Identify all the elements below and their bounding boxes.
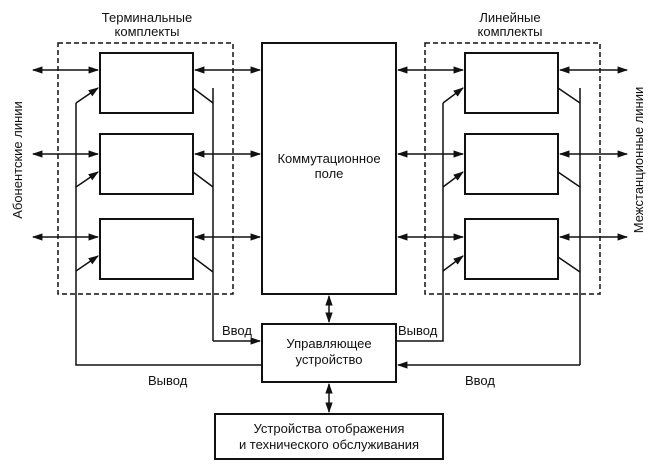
right-input-label: Ввод — [465, 373, 495, 388]
right-output-bus — [396, 87, 464, 342]
subscriber-lines-label: Абонентские линии — [10, 101, 25, 219]
line-set-1 — [464, 52, 559, 114]
terminal-set-2 — [99, 133, 194, 195]
line-sets-title-line1: Линейные — [479, 10, 540, 25]
interoffice-lines-label: Межстанционные линии — [631, 87, 646, 234]
left-output-bus — [75, 87, 262, 366]
switching-field-label-line2: поле — [315, 166, 344, 181]
left-input-bus — [192, 87, 262, 345]
right-input-bus — [396, 87, 581, 369]
line-sets-group — [424, 42, 601, 295]
left-input-label: Ввод — [222, 323, 252, 338]
line-set-2 — [464, 133, 559, 195]
display-maintenance-block — [214, 413, 444, 460]
control-unit-label-line2: устройство — [296, 352, 363, 367]
terminal-set-3 — [99, 218, 194, 280]
line-sets-title-line2: комплекты — [478, 24, 543, 39]
display-maintenance-label-line1: Устройства отображения — [254, 421, 405, 436]
control-unit-block — [261, 323, 397, 383]
terminal-set-1 — [99, 52, 194, 114]
left-output-label: Вывод — [148, 373, 188, 388]
terminal-sets-group — [57, 42, 234, 295]
control-unit-label-line1: Управляющее — [286, 336, 371, 351]
right-output-label: Вывод — [398, 323, 438, 338]
terminal-sets-title-line1: Терминальные — [102, 10, 192, 25]
display-maintenance-label-line2: и технического обслуживания — [239, 437, 419, 452]
line-set-3 — [464, 218, 559, 280]
terminal-sets-title-line2: комплекты — [115, 24, 180, 39]
switching-field-block — [261, 42, 397, 295]
switching-field-label-line1: Коммутационное — [277, 151, 380, 166]
